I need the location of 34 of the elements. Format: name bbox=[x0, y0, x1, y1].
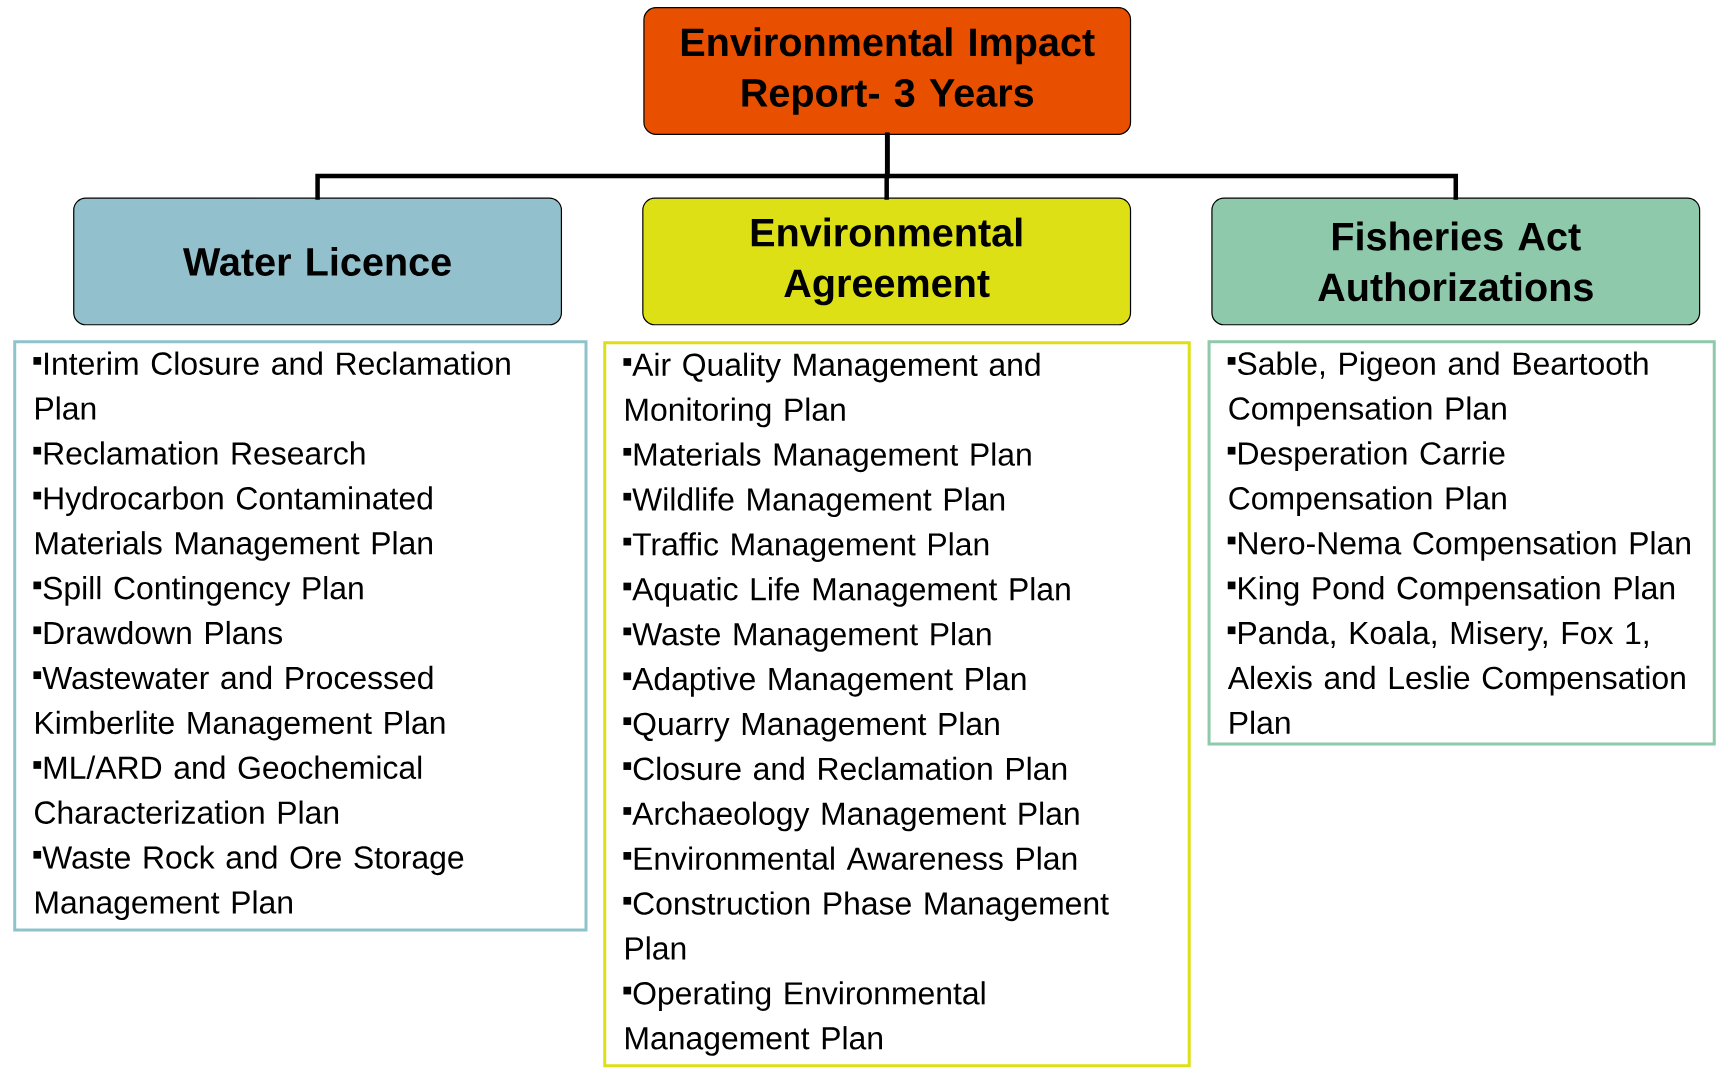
list-item: Spill Contingency Plan bbox=[33, 575, 363, 606]
list-item: Wastewater and Processed Kimberlite Management Plan bbox=[33, 665, 445, 741]
list-item: Nero-Nema Compensation Plan bbox=[1227, 531, 1690, 561]
list-item: Closure and Reclamation Plan bbox=[623, 756, 1067, 781]
list-item: Construction Phase Management Plan bbox=[623, 891, 1109, 960]
list-item: King Pond Compensation Plan bbox=[1227, 575, 1675, 606]
list-item: Sable, Pigeon and Beartooth Compensation Plan bbox=[1227, 351, 1648, 427]
list-item: Air Quality Management and Monitoring Plan bbox=[623, 352, 1040, 428]
list-item: Aquatic Life Management Plan bbox=[623, 577, 1070, 607]
list-item: Waste Management Plan bbox=[623, 621, 991, 652]
list-item: Interim Closure and Reclamation Plan bbox=[33, 351, 510, 420]
header-box: Environmental Impact Report- 3 Years bbox=[643, 7, 1132, 135]
list-box bbox=[13, 340, 588, 932]
list-item: Archaeology Management Plan bbox=[623, 801, 1079, 832]
list-box bbox=[603, 341, 1191, 1068]
list-box bbox=[1207, 340, 1716, 746]
connector-line bbox=[885, 132, 1459, 200]
list-item: Hydrocarbon Contaminated Materials Management Plan bbox=[33, 486, 432, 561]
list-item: Waste Rock and Ore Storage Management Plan bbox=[33, 845, 464, 920]
list-item: Drawdown Plans bbox=[33, 620, 282, 645]
list-item: ML/ARD and Geochemical Characterization Plan bbox=[33, 755, 422, 824]
list-item: Operating Environmental Management Plan bbox=[623, 981, 985, 1056]
list-item: Adaptive Management Plan bbox=[623, 666, 1026, 697]
header-box: Environmental Agreement bbox=[642, 197, 1132, 326]
list-item: Desperation Carrie Compensation Plan bbox=[1227, 441, 1506, 516]
list-item: Reclamation Research bbox=[33, 441, 365, 465]
list-item: Traffic Management Plan bbox=[623, 532, 989, 562]
list-item: Panda, Koala, Misery, Fox 1, Alexis and Leslie Compensation Plan bbox=[1227, 620, 1685, 735]
header-box: Fisheries Act Authorizations bbox=[1211, 197, 1701, 326]
list-item: Quarry Management Plan bbox=[623, 711, 999, 742]
list-item: Materials Management Plan bbox=[623, 442, 1031, 473]
header-box: Water Licence bbox=[73, 197, 563, 326]
list-item: Wildlife Management Plan bbox=[623, 487, 1005, 517]
list-item: Environmental Awareness Plan bbox=[623, 846, 1077, 870]
